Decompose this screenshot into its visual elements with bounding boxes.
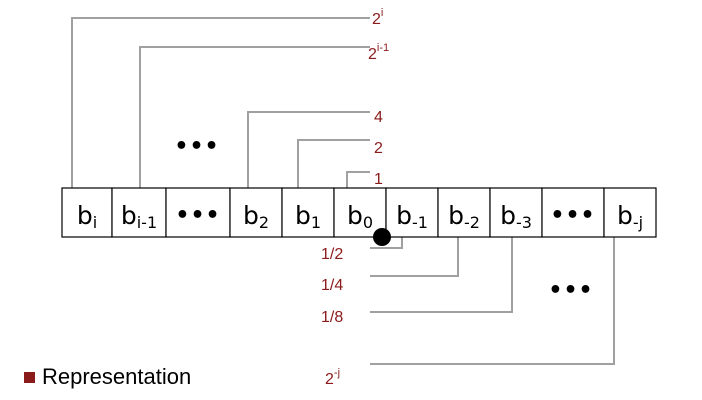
lower-weight-label: 1/8: [321, 309, 343, 326]
bit-label: bi-1: [121, 201, 157, 232]
weight-leader-line: [297, 139, 370, 188]
weight-leader-line: [247, 111, 370, 188]
upper-weight-label: 2i-1: [368, 42, 389, 63]
weight-leader-line: [370, 237, 403, 249]
lower-weight-label: 2-j: [325, 367, 340, 388]
binary-point-dot: [373, 228, 391, 246]
lower-ellipsis: •••: [548, 278, 593, 303]
ellipsis-cell-label: •••: [175, 203, 220, 228]
legend-bullet: [24, 371, 35, 383]
bit-label: b-j: [617, 201, 643, 232]
legend: Representation: [24, 364, 191, 390]
upper-weight-label: 1: [374, 171, 383, 188]
upper-weight-label: 2i: [372, 7, 383, 28]
bit-cell: [437, 187, 491, 238]
legend-text: Representation: [42, 364, 192, 389]
weight-leader-line: [139, 46, 370, 188]
upper-ellipsis: •••: [174, 134, 219, 159]
bit-cell: [333, 187, 387, 238]
bit-label: b2: [243, 201, 269, 232]
upper-weight-label: 4: [374, 109, 383, 126]
weight-leader-line: [71, 17, 370, 188]
bit-label: b-1: [396, 201, 428, 232]
bit-cell: [61, 187, 113, 238]
ellipsis-cell-label: •••: [550, 203, 595, 228]
upper-weight-label: 2: [374, 140, 383, 157]
bit-label: b0: [347, 201, 373, 232]
bit-cell: [281, 187, 335, 238]
weight-leader-line: [370, 237, 615, 365]
weight-leader-line: [370, 237, 513, 313]
weight-leader-line: [346, 171, 370, 188]
bit-label: b-3: [500, 201, 532, 232]
bit-cell: [229, 187, 283, 238]
bit-label: b1: [295, 201, 321, 232]
lower-weight-label: 1/4: [321, 277, 343, 294]
bit-label: b-2: [448, 201, 480, 232]
bit-cell: [603, 187, 657, 238]
bit-cell: [541, 187, 605, 238]
weight-leader-line: [370, 237, 459, 277]
bit-label: bi: [77, 201, 97, 232]
lower-weight-label: 1/2: [321, 246, 343, 263]
